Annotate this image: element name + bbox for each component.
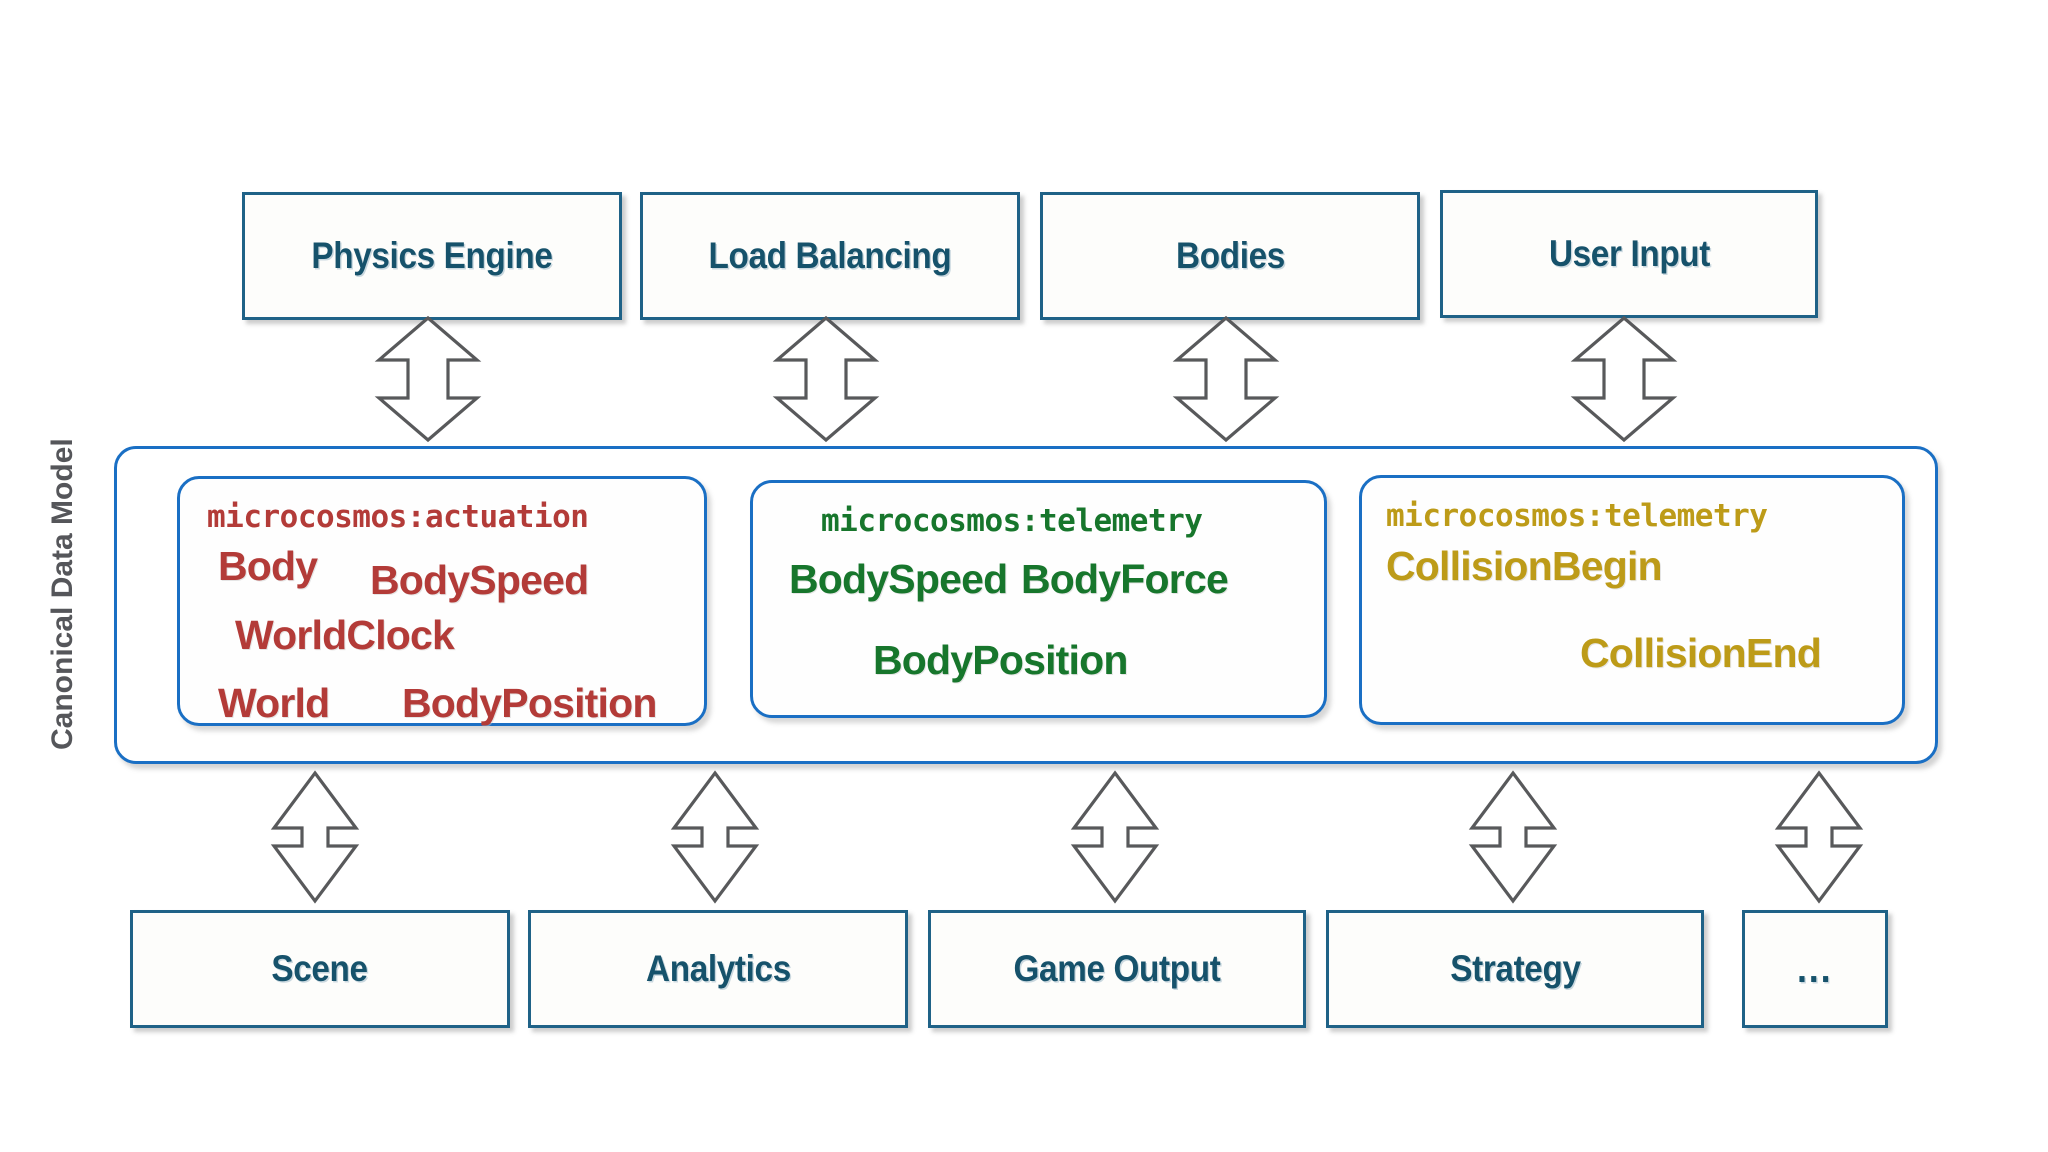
component-box-scene[interactable]: Scene bbox=[130, 910, 510, 1028]
namespace-title: microcosmos:actuation bbox=[207, 499, 589, 535]
namespace-title: microcosmos:telemetry bbox=[821, 503, 1203, 539]
component-box-load-balancing[interactable]: Load Balancing bbox=[640, 192, 1020, 320]
bidirectional-arrow-bottom-3 bbox=[1068, 770, 1162, 904]
component-box-physics-engine[interactable]: Physics Engine bbox=[242, 192, 622, 320]
component-box-label: Game Output bbox=[1013, 948, 1221, 989]
component-box-analytics[interactable]: Analytics bbox=[528, 910, 908, 1028]
bidirectional-arrow-top-1 bbox=[374, 315, 482, 443]
component-box-label: Scene bbox=[271, 948, 369, 989]
bidirectional-arrow-bottom-4 bbox=[1466, 770, 1560, 904]
component-box-label: Load Balancing bbox=[708, 235, 952, 276]
canonical-data-model-side-label: Canonical Data Model bbox=[46, 438, 79, 750]
namespace-title: microcosmos:telemetry bbox=[1386, 498, 1768, 534]
component-box-label: Physics Engine bbox=[311, 235, 553, 276]
namespace-card-telemetry-gold[interactable]: microcosmos:telemetry CollisionBegin Col… bbox=[1359, 475, 1905, 725]
namespace-term: BodyPosition bbox=[402, 680, 657, 726]
component-box-user-input[interactable]: User Input bbox=[1440, 190, 1818, 318]
canonical-data-model-container: microcosmos:actuation Body BodySpeed Wor… bbox=[114, 446, 1938, 764]
component-box-label: User Input bbox=[1548, 233, 1710, 274]
namespace-term: BodyPosition bbox=[873, 637, 1128, 683]
namespace-term: BodySpeed bbox=[370, 557, 589, 603]
component-box-label: Analytics bbox=[645, 948, 791, 989]
component-box-label: Bodies bbox=[1175, 235, 1285, 276]
bidirectional-arrow-top-2 bbox=[772, 315, 880, 443]
component-box-game-output[interactable]: Game Output bbox=[928, 910, 1306, 1028]
namespace-term: BodyForce bbox=[1021, 556, 1229, 602]
component-box-label: Strategy bbox=[1449, 948, 1581, 989]
namespace-term: WorldClock bbox=[235, 612, 455, 658]
namespace-term: BodySpeed bbox=[789, 556, 1008, 602]
bidirectional-arrow-bottom-2 bbox=[668, 770, 762, 904]
bidirectional-arrow-top-3 bbox=[1172, 315, 1280, 443]
namespace-card-actuation[interactable]: microcosmos:actuation Body BodySpeed Wor… bbox=[177, 476, 707, 726]
namespace-term: CollisionBegin bbox=[1386, 543, 1663, 589]
namespace-term: CollisionEnd bbox=[1580, 630, 1822, 676]
namespace-term: Body bbox=[218, 543, 318, 589]
namespace-term: World bbox=[218, 680, 330, 726]
component-box-more[interactable]: ... bbox=[1742, 910, 1888, 1028]
namespace-card-telemetry-green[interactable]: microcosmos:telemetry BodySpeed BodyForc… bbox=[750, 480, 1327, 718]
component-box-strategy[interactable]: Strategy bbox=[1326, 910, 1704, 1028]
bidirectional-arrow-bottom-5 bbox=[1772, 770, 1866, 904]
component-box-bodies[interactable]: Bodies bbox=[1040, 192, 1420, 320]
component-box-label: ... bbox=[1797, 946, 1833, 991]
bidirectional-arrow-top-4 bbox=[1570, 315, 1678, 443]
bidirectional-arrow-bottom-1 bbox=[268, 770, 362, 904]
